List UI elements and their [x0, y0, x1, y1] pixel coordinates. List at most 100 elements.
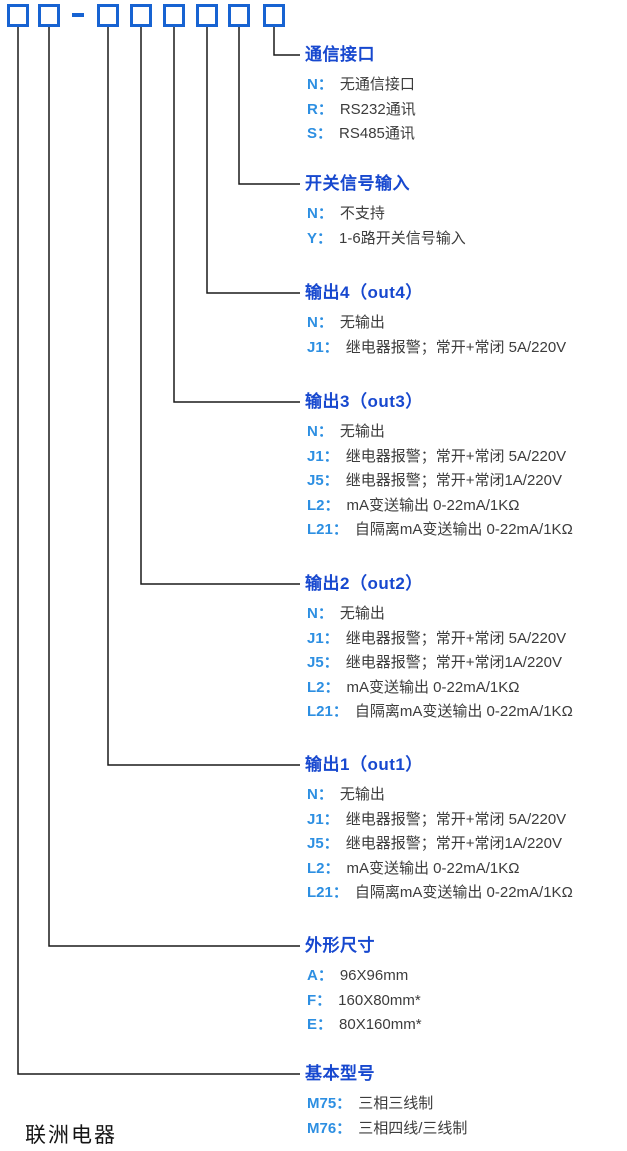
- section-out2: 输出2（out2） N：无输出 J1： 继电器报警；常开+常闭 5A/220V J5：…: [305, 572, 620, 725]
- section-title: 输出3（out3）: [305, 392, 423, 411]
- option-list: N：无输出 J1： 继电器报警；常开+常闭 5A/220V J5： 继电器报警；常开+常…: [305, 602, 620, 725]
- option-key: N：: [307, 314, 333, 331]
- connector-line-switch: [238, 27, 300, 185]
- option-key: J1：: [307, 810, 339, 828]
- section-switch-signal-input: 开关信号输入 N：不支持 Y： 1-6路开关信号输入: [305, 172, 620, 251]
- option-key: R：: [307, 100, 333, 118]
- option-row: L21： 自隔离mA变送输出 0-22mA/1KΩ: [307, 518, 620, 543]
- option-key: N：: [307, 786, 333, 803]
- option-row: N：无输出: [307, 602, 620, 627]
- model-code-box-6: [196, 4, 218, 27]
- model-code-box-3: [97, 4, 119, 27]
- option-row: J1： 继电器报警；常开+常闭 5A/220V: [307, 627, 620, 652]
- option-row: M75：三相三线制: [307, 1092, 620, 1117]
- option-row: N： 无输出: [307, 420, 620, 445]
- connector-line-dimensions: [48, 27, 300, 947]
- section-title: 通信接口: [305, 45, 375, 64]
- option-row: L21：自隔离mA变送输出 0-22mA/1KΩ: [307, 700, 620, 725]
- option-key: N：: [307, 423, 333, 440]
- option-row: J5： 继电器报警；常开+常闭1A/220V: [307, 832, 620, 857]
- model-code-box-5: [163, 4, 185, 27]
- connector-line-base-model: [17, 27, 300, 1075]
- connector-line-out2: [140, 27, 300, 585]
- model-code-box-1: [7, 4, 29, 27]
- brand-wordmark: 联洲电器: [25, 1123, 117, 1147]
- option-key: L21：: [307, 703, 348, 721]
- option-text: 三相四线/三线制: [358, 1119, 468, 1137]
- option-key: S：: [307, 125, 333, 143]
- option-text: 1-6路开关信号输入: [339, 229, 466, 247]
- option-row: N： 无输出: [307, 311, 620, 336]
- option-text: 继电器报警；常开+常闭1A/220V: [345, 835, 562, 853]
- option-row: A： 96X96mm: [307, 964, 620, 989]
- model-code-box-4: [130, 4, 152, 27]
- section-out3: 输出3（out3） N： 无输出 J1：继电器报警；常开+常闭 5A/220V J5：…: [305, 390, 620, 543]
- option-key: N：: [307, 205, 333, 222]
- option-row: M76： 三相四线/三线制: [307, 1117, 620, 1142]
- option-text: mA变送输出 0-22mA/1KΩ: [346, 678, 520, 696]
- section-title: 外形尺寸: [305, 936, 375, 955]
- option-key: J1：: [307, 447, 339, 465]
- option-row: L2： mA变送输出 0-22mA/1KΩ: [307, 857, 620, 882]
- option-key: J5：: [307, 835, 339, 853]
- model-code-separator: [72, 13, 84, 17]
- option-key: J5：: [307, 654, 339, 672]
- option-row: N：无通信接口: [307, 73, 620, 98]
- option-text: 无输出: [339, 786, 385, 803]
- section-title: 基本型号: [305, 1064, 375, 1083]
- option-key: L21：: [307, 521, 348, 539]
- option-row: L2： mA变送输出 0-22mA/1KΩ: [307, 676, 620, 701]
- option-text: 自隔离mA变送输出 0-22mA/1KΩ: [354, 884, 573, 902]
- option-key: L21：: [307, 884, 348, 902]
- option-text: 无输出: [339, 605, 385, 622]
- model-code-box-2: [38, 4, 60, 27]
- option-key: J1：: [307, 629, 339, 647]
- option-row: S： RS485通讯: [307, 122, 620, 147]
- option-row: F： 160X80mm*: [307, 989, 620, 1014]
- option-text: 自隔离mA变送输出 0-22mA/1KΩ: [354, 521, 573, 539]
- option-text: RS485通讯: [339, 125, 415, 143]
- model-code-box-7: [228, 4, 250, 27]
- option-text: mA变送输出 0-22mA/1KΩ: [346, 496, 520, 514]
- option-row: R：RS232通讯: [307, 98, 620, 123]
- section-title: 开关信号输入: [305, 174, 410, 193]
- option-key: J1：: [307, 338, 339, 356]
- option-list: M75：三相三线制 M76： 三相四线/三线制: [305, 1092, 620, 1141]
- section-title: 输出4（out4）: [305, 283, 423, 302]
- option-text: 160X80mm*: [338, 991, 421, 1009]
- option-key: J5：: [307, 472, 339, 490]
- option-text: 无输出: [339, 314, 385, 331]
- option-key: L2：: [307, 496, 340, 514]
- option-key: L2：: [307, 859, 340, 877]
- section-base-model: 基本型号 M75：三相三线制 M76： 三相四线/三线制: [305, 1062, 620, 1141]
- option-text: 96X96mm: [339, 967, 409, 984]
- option-key: A：: [307, 967, 333, 984]
- option-key: L2：: [307, 678, 340, 696]
- option-key: E：: [307, 1016, 333, 1034]
- section-title: 输出2（out2）: [305, 574, 423, 593]
- option-row: J1：继电器报警；常开+常闭 5A/220V: [307, 445, 620, 470]
- option-text: 80X160mm*: [339, 1016, 422, 1034]
- option-text: mA变送输出 0-22mA/1KΩ: [346, 859, 520, 877]
- option-text: 继电器报警；常开+常闭 5A/220V: [345, 629, 567, 647]
- option-key: F：: [307, 991, 332, 1009]
- option-key: Y：: [307, 229, 333, 247]
- option-row: J5： 继电器报警；常开+常闭1A/220V: [307, 651, 620, 676]
- connector-line-comm: [273, 27, 300, 56]
- option-text: 无输出: [339, 423, 385, 440]
- section-title: 输出1（out1）: [305, 755, 423, 774]
- option-text: 继电器报警；常开+常闭1A/220V: [345, 654, 562, 672]
- option-text: 无通信接口: [339, 76, 415, 93]
- option-text: 继电器报警；常开+常闭 5A/220V: [345, 810, 567, 828]
- option-row: N：不支持: [307, 202, 620, 227]
- option-list: N：不支持 Y： 1-6路开关信号输入: [305, 202, 620, 251]
- option-key: M75：: [307, 1095, 352, 1112]
- option-text: 继电器报警；常开+常闭1A/220V: [345, 472, 562, 490]
- option-key: M76：: [307, 1119, 352, 1137]
- option-row: N： 无输出: [307, 783, 620, 808]
- connector-line-out1: [107, 27, 300, 766]
